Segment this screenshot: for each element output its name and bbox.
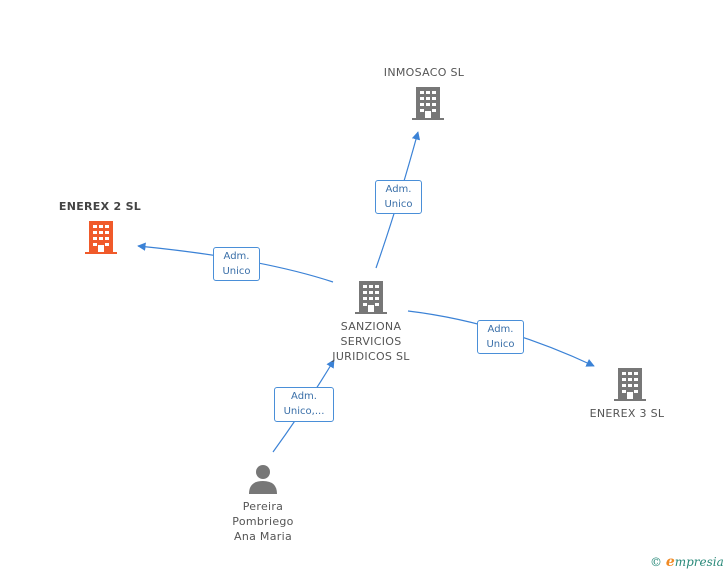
edge-label-line: Adm. [223, 251, 250, 262]
edge-label-person-sanziona[interactable]: Adm. Unico,... [274, 387, 334, 422]
copyright-icon: © [650, 555, 662, 569]
edge-label-line: Adm. [385, 184, 412, 195]
label-line: Pombriego [232, 515, 294, 528]
node-label-sanziona: SANZIONA SERVICIOS JURIDICOS SL [311, 319, 431, 364]
building-icon[interactable] [412, 86, 444, 120]
edge-label-enerex2[interactable]: Adm. Unico [213, 247, 260, 281]
person-icon[interactable] [248, 464, 278, 494]
edge-label-line: Adm. [487, 324, 514, 335]
edge-label-line: Unico [486, 339, 515, 350]
label-line: SERVICIOS [340, 335, 402, 348]
brand-name: mpresia [674, 555, 724, 569]
edge-label-line: Unico,... [283, 406, 325, 417]
edge-label-inmosaco[interactable]: Adm. Unico [375, 180, 422, 214]
node-label-enerex2: ENEREX 2 SL [58, 200, 142, 213]
edge-label-line: Unico [222, 266, 251, 277]
label-line: Ana Maria [234, 530, 292, 543]
node-label-person: Pereira Pombriego Ana Maria [203, 499, 323, 544]
building-icon[interactable] [85, 220, 117, 254]
building-icon[interactable] [614, 367, 646, 401]
brand-e-logo: e [665, 554, 675, 570]
brand-watermark[interactable]: © empresia [650, 554, 724, 570]
node-label-enerex3: ENEREX 3 SL [589, 407, 665, 420]
label-line: JURIDICOS SL [332, 350, 410, 363]
edge-label-enerex3[interactable]: Adm. Unico [477, 320, 524, 354]
edge-label-line: Unico [384, 199, 413, 210]
node-label-inmosaco: INMOSACO SL [383, 66, 465, 79]
edge-label-line: Adm. [291, 391, 317, 402]
label-line: Pereira [242, 500, 284, 513]
building-icon[interactable] [355, 280, 387, 314]
label-line: SANZIONA [340, 320, 402, 333]
